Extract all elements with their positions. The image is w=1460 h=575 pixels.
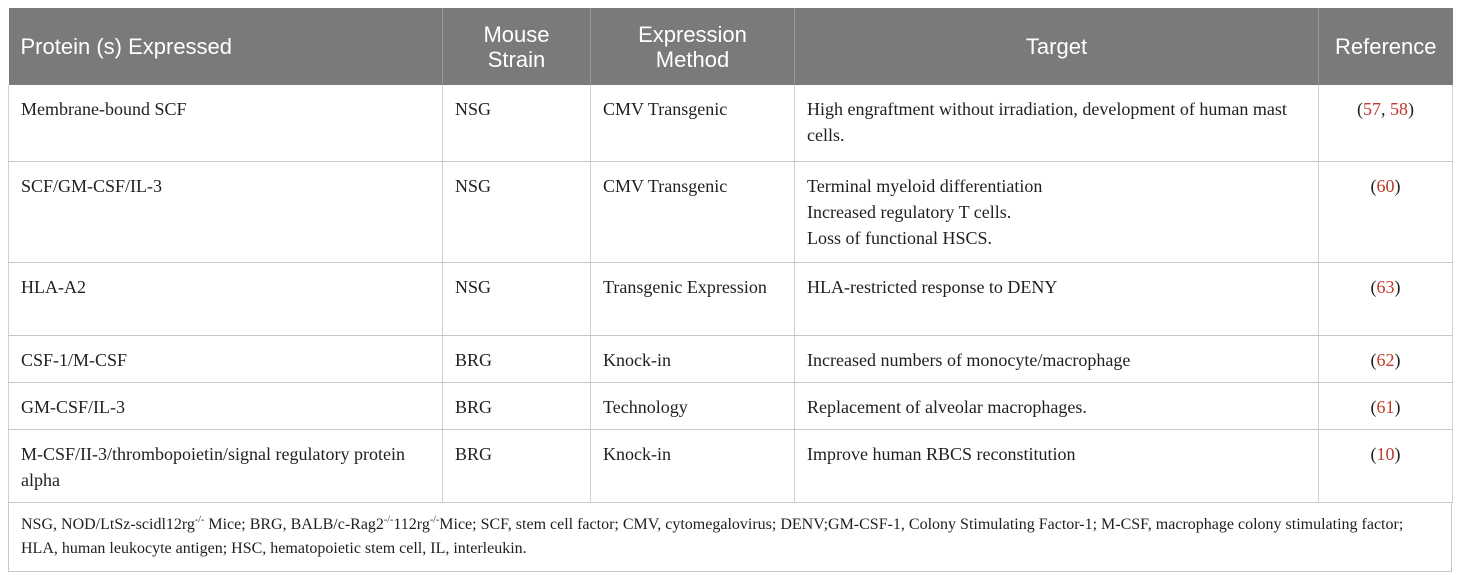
reference-paren-close: ) — [1394, 396, 1401, 417]
header-expression-method: Expression Method — [590, 8, 795, 85]
cell-reference: (63) — [1318, 262, 1453, 336]
table-row: M-CSF/II-3/thrombopoietin/signal regulat… — [8, 429, 1453, 503]
cell-expression-method: Transgenic Expression — [590, 262, 795, 336]
reference-paren-close: ) — [1408, 99, 1414, 119]
reference-link[interactable]: 60 — [1376, 175, 1395, 196]
cell-target: Improve human RBCS reconstitution — [794, 429, 1319, 503]
header-mouse-strain: Mouse Strain — [442, 8, 591, 85]
table-footnote: NSG, NOD/LtSz-scidl12rg-/- Mice; BRG, BA… — [8, 502, 1452, 572]
footnote-part-4: Mice; SCF, stem cell factor; CMV, cytome… — [21, 515, 1404, 557]
reference-paren-open: ( — [1370, 349, 1377, 370]
data-table: Protein (s) Expressed Mouse Strain Expre… — [8, 8, 1453, 503]
target-line: Increased numbers of monocyte/macrophage — [807, 349, 1131, 370]
cell-protein: M-CSF/II-3/thrombopoietin/signal regulat… — [8, 429, 443, 503]
reference-paren-open: ( — [1370, 443, 1377, 464]
target-line: Improve human RBCS reconstitution — [807, 443, 1076, 464]
cell-expression-method: CMV Transgenic — [590, 85, 795, 162]
cell-protein: HLA-A2 — [8, 262, 443, 336]
cell-protein: Membrane-bound SCF — [8, 85, 443, 162]
reference-link[interactable]: 10 — [1376, 443, 1395, 464]
target-line: Replacement of alveolar macrophages. — [807, 396, 1087, 417]
cell-reference: (62) — [1318, 335, 1453, 383]
reference-paren-close: ) — [1394, 175, 1401, 196]
cell-mouse-strain: BRG — [442, 382, 591, 430]
reference-link[interactable]: 61 — [1376, 396, 1395, 417]
header-target: Target — [794, 8, 1319, 85]
cell-protein: CSF-1/M-CSF — [8, 335, 443, 383]
target-line: HLA-restricted response to DENY — [807, 276, 1058, 297]
footnote-sup-1: -/- — [194, 514, 205, 526]
cell-target: HLA-restricted response to DENY — [794, 262, 1319, 336]
reference-link[interactable]: 58 — [1390, 99, 1408, 119]
cell-mouse-strain: NSG — [442, 161, 591, 263]
footnote-part-1: NSG, NOD/LtSz-scidl12rg — [21, 515, 195, 533]
target-line: High engraftment without irradiation, de… — [807, 99, 1287, 145]
cell-mouse-strain: BRG — [442, 429, 591, 503]
cell-expression-method: Knock-in — [590, 335, 795, 383]
cell-mouse-strain: BRG — [442, 335, 591, 383]
cell-target: Replacement of alveolar macrophages. — [794, 382, 1319, 430]
reference-paren-close: ) — [1394, 349, 1401, 370]
cell-mouse-strain: NSG — [442, 262, 591, 336]
cell-expression-method: Technology — [590, 382, 795, 430]
cell-protein: GM-CSF/IL-3 — [8, 382, 443, 430]
cell-reference: (61) — [1318, 382, 1453, 430]
header-row: Protein (s) Expressed Mouse Strain Expre… — [8, 8, 1453, 85]
cell-expression-method: Knock-in — [590, 429, 795, 503]
cell-mouse-strain: NSG — [442, 85, 591, 162]
target-line: Terminal myeloid differentiation — [807, 175, 1043, 196]
footnote-part-3: 112rg — [393, 515, 430, 533]
reference-link[interactable]: 63 — [1376, 276, 1395, 297]
reference-paren-open: ( — [1370, 175, 1377, 196]
target-line: Increased regulatory T cells. — [807, 201, 1012, 222]
cell-expression-method: CMV Transgenic — [590, 161, 795, 263]
reference-link[interactable]: 57 — [1363, 99, 1381, 119]
footnote-sup-2: -/- — [383, 514, 394, 526]
footnote-sup-3: -/- — [429, 514, 440, 526]
header-protein: Protein (s) Expressed — [8, 8, 443, 85]
table-container: Protein (s) Expressed Mouse Strain Expre… — [8, 8, 1453, 572]
cell-target: Increased numbers of monocyte/macrophage — [794, 335, 1319, 383]
reference-paren-open: ( — [1357, 99, 1363, 119]
cell-reference: (10) — [1318, 429, 1453, 503]
cell-reference: (57, 58) — [1318, 85, 1453, 162]
cell-protein: SCF/GM-CSF/IL-3 — [8, 161, 443, 263]
target-line: Loss of functional HSCS. — [807, 227, 993, 248]
header-reference: Reference — [1318, 8, 1453, 85]
reference-paren-open: ( — [1370, 396, 1377, 417]
cell-reference: (60) — [1318, 161, 1453, 263]
reference-paren-close: ) — [1394, 276, 1401, 297]
reference-paren-open: ( — [1370, 276, 1377, 297]
reference-link[interactable]: 62 — [1376, 349, 1395, 370]
reference-paren-close: ) — [1394, 443, 1401, 464]
cell-target: High engraftment without irradiation, de… — [794, 85, 1319, 162]
footnote-part-2: Mice; BRG, BALB/c-Rag2 — [204, 515, 384, 533]
